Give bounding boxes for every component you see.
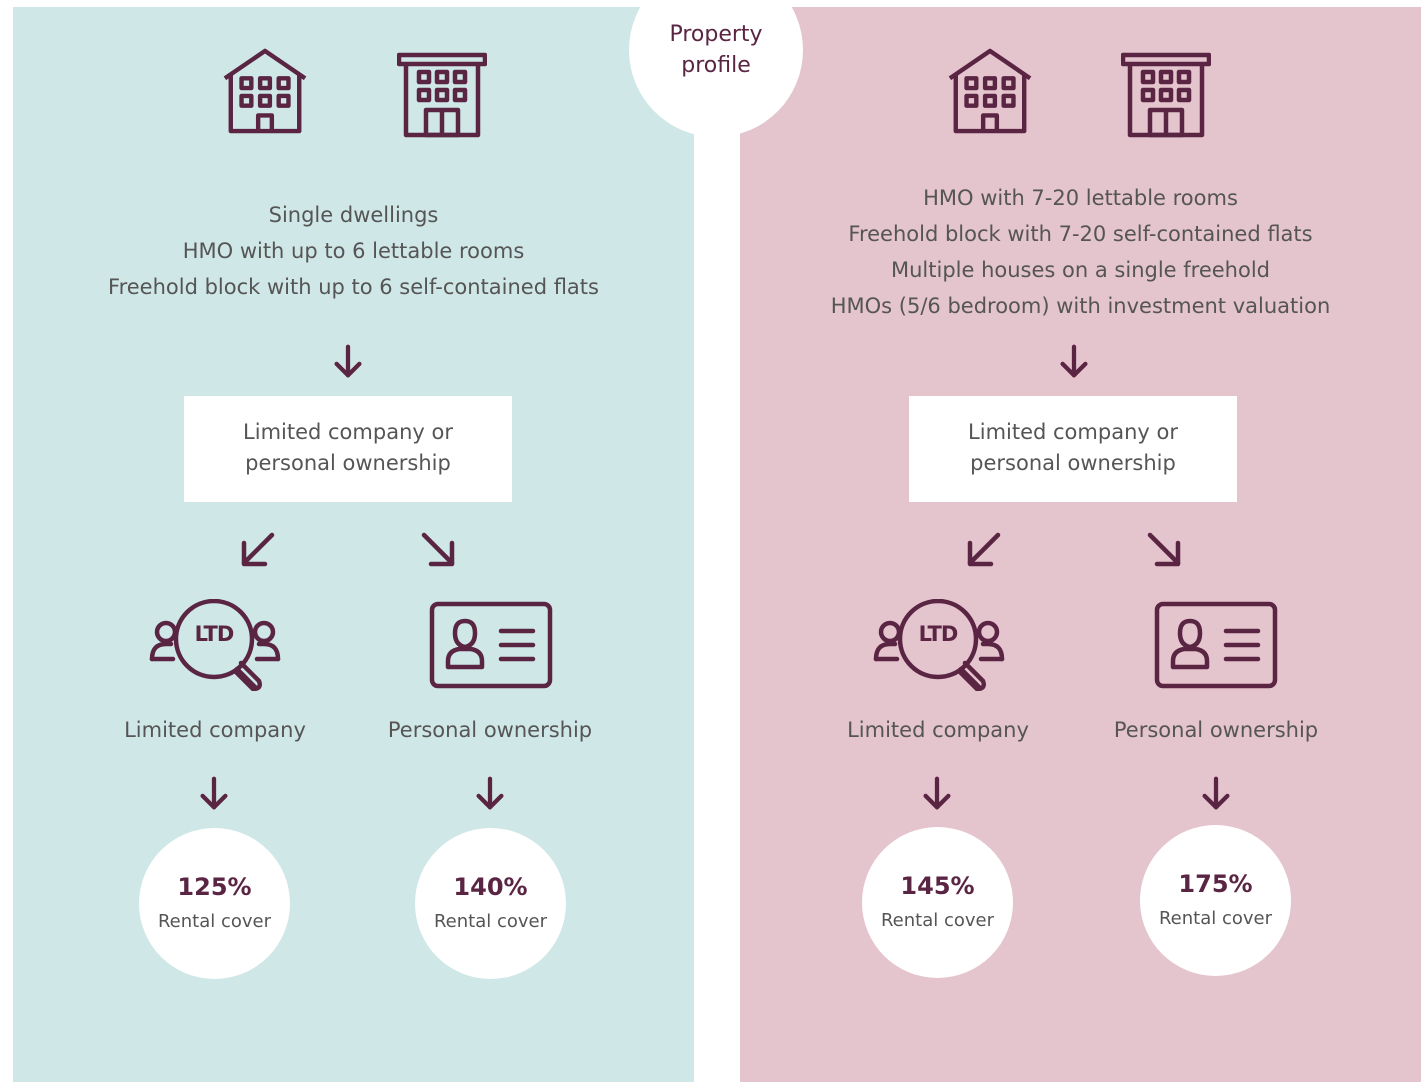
profile-line: Freehold block with up to 6 self-contain… — [108, 275, 599, 299]
arrow-down-right-icon — [418, 531, 458, 571]
ltd-magnifier-icon: LTD — [873, 599, 1005, 691]
id-card-icon — [1154, 601, 1278, 689]
rental-cover-label: Rental cover — [880, 910, 995, 931]
house-icon — [221, 46, 309, 136]
arrow-down-left-icon — [238, 531, 278, 571]
profile-line: HMO with up to 6 lettable rooms — [182, 239, 525, 263]
hub-title-line: profile — [681, 53, 751, 78]
rental-cover-percent: 140% — [453, 873, 528, 901]
profile-line: HMO with 7-20 lettable rooms — [923, 186, 1238, 210]
ownership-box: Limited company or personal ownership — [184, 396, 512, 502]
ownership-box-line: personal ownership — [245, 451, 451, 475]
apartment-building-icon — [1121, 52, 1211, 138]
arrow-down-icon — [918, 775, 956, 813]
ltd-icon-text: LTD — [918, 622, 959, 646]
arrow-down-icon — [1197, 775, 1235, 813]
ownership-box-line: Limited company or — [968, 420, 1178, 444]
ownership-box-line: Limited company or — [243, 420, 453, 444]
rental-cover-label: Rental cover — [157, 911, 272, 932]
property-profile-list: HMO with 7-20 lettable rooms Freehold bl… — [740, 180, 1421, 324]
house-icon — [946, 46, 1034, 136]
id-card-icon — [429, 601, 553, 689]
arrow-down-icon — [1055, 343, 1093, 381]
branch-label: Personal ownership — [1113, 718, 1319, 742]
profile-line: Single dwellings — [268, 203, 439, 227]
hub-title: Property profile — [629, 19, 803, 81]
rental-cover-circle: 125% Rental cover — [139, 828, 290, 979]
rental-cover-percent: 175% — [1178, 870, 1253, 898]
profile-line: HMOs (5/6 bedroom) with investment valua… — [830, 294, 1331, 318]
property-profile-hub: Property profile — [629, 0, 803, 137]
rental-cover-label: Rental cover — [1158, 908, 1273, 929]
arrow-down-left-icon — [964, 531, 1004, 571]
rental-cover-circle: 140% Rental cover — [415, 828, 566, 979]
rental-cover-percent: 125% — [177, 873, 252, 901]
branch-label: Limited company — [124, 718, 306, 742]
arrow-down-icon — [471, 775, 509, 813]
rental-cover-percent: 145% — [900, 872, 975, 900]
right-panel: HMO with 7-20 lettable rooms Freehold bl… — [740, 7, 1421, 1082]
ltd-icon-text: LTD — [194, 622, 235, 646]
ltd-magnifier-icon: LTD — [149, 599, 281, 691]
profile-line: Freehold block with 7-20 self-contained … — [848, 222, 1313, 246]
left-panel: Single dwellings HMO with up to 6 lettab… — [13, 7, 694, 1082]
rental-cover-label: Rental cover — [433, 911, 548, 932]
arrow-down-icon — [195, 775, 233, 813]
hub-title-line: Property — [669, 22, 763, 47]
rental-cover-circle: 145% Rental cover — [862, 827, 1013, 978]
ownership-box-line: personal ownership — [970, 451, 1176, 475]
profile-line: Multiple houses on a single freehold — [891, 258, 1270, 282]
apartment-building-icon — [397, 52, 487, 138]
property-profile-list: Single dwellings HMO with up to 6 lettab… — [13, 197, 694, 305]
arrow-down-right-icon — [1144, 531, 1184, 571]
arrow-down-icon — [329, 343, 367, 381]
branch-label: Limited company — [847, 718, 1029, 742]
ownership-box: Limited company or personal ownership — [909, 396, 1237, 502]
branch-label: Personal ownership — [387, 718, 593, 742]
rental-cover-circle: 175% Rental cover — [1140, 825, 1291, 976]
